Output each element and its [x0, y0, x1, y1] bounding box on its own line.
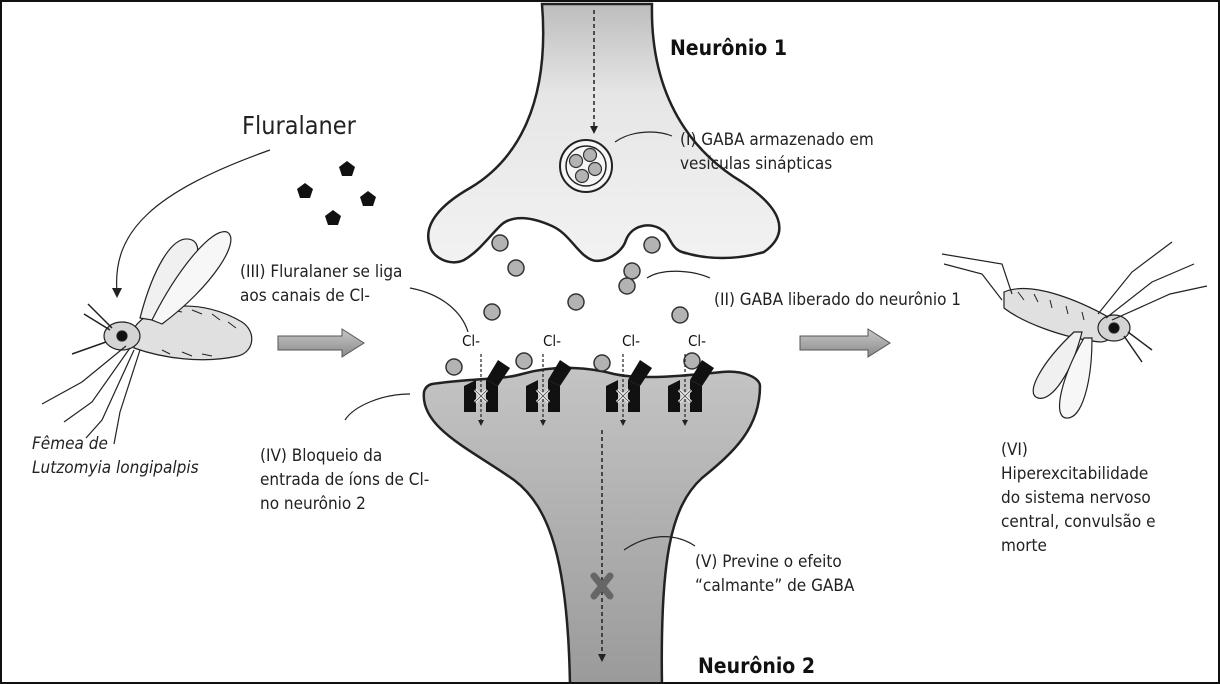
neuron-2-title: Neurônio 2 — [698, 654, 815, 678]
gaba-molecules — [446, 235, 700, 375]
sandfly-left-illustration — [42, 232, 252, 444]
cl-ion-label-2: Cl- — [543, 332, 561, 350]
step-i-label: (I) GABA armazenado em vesículas sinápti… — [680, 128, 874, 176]
cl-ion-label-1: Cl- — [462, 332, 480, 350]
cl-ion-label-4: Cl- — [688, 332, 706, 350]
leader-line-ii — [647, 271, 710, 278]
drug-label: Fluralaner — [242, 114, 356, 138]
sandfly-right-illustration — [942, 242, 1207, 418]
step-iv-label: (IV) Bloqueio da entrada de íons de Cl- … — [260, 444, 429, 516]
neuron-2 — [424, 368, 760, 684]
process-arrow-left — [278, 329, 364, 357]
leader-line-iv — [345, 394, 410, 420]
synaptic-vesicle — [560, 140, 612, 192]
cl-ion-label-3: Cl- — [622, 332, 640, 350]
step-ii-label: (II) GABA liberado do neurônio 1 — [714, 288, 961, 312]
process-arrow-right — [800, 329, 890, 357]
step-v-label: (V) Previne o efeito “calmante” de GABA — [695, 550, 854, 598]
leader-arrowhead-drug — [112, 288, 122, 298]
species-label: Fêmea de Lutzomyia longipalpis — [32, 432, 199, 480]
step-vi-label: (VI) Hiperexcitabilidade do sistema nerv… — [1001, 438, 1156, 558]
leader-line-iii — [410, 288, 468, 332]
neuron-1-title: Neurônio 1 — [670, 36, 787, 60]
fluralaner-molecules — [297, 161, 376, 225]
step-iii-label: (III) Fluralaner se liga aos canais de C… — [240, 260, 402, 308]
